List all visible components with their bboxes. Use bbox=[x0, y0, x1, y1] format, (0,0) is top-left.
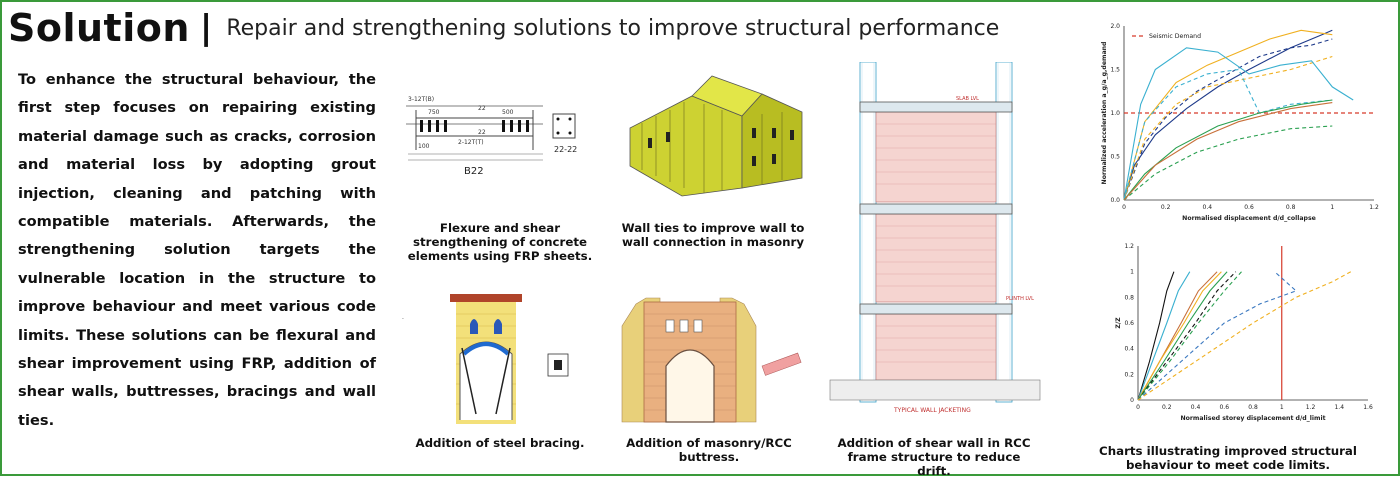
steel-bracing-drawing: - bbox=[398, 294, 588, 424]
caption-charts: Charts illustrating improved structural … bbox=[1099, 444, 1357, 472]
frp-mark-3: 22 bbox=[478, 105, 486, 112]
beam-label: B22 bbox=[464, 166, 484, 177]
series-line-5 bbox=[1137, 271, 1237, 401]
y-tick-label: 0.6 bbox=[1124, 320, 1134, 327]
x-tick-label: 1.4 bbox=[1334, 404, 1344, 411]
series-line-7 bbox=[1123, 125, 1333, 201]
header: Solution | Repair and strengthening solu… bbox=[8, 4, 999, 52]
series-line-2 bbox=[1137, 271, 1218, 401]
y-tick-label: 1 bbox=[1130, 269, 1134, 276]
series-line-1 bbox=[1137, 271, 1191, 401]
frp-mark-6: 100 bbox=[418, 143, 430, 150]
label-slab-level: SLAB LVL bbox=[956, 96, 979, 102]
x-tick-label: 1 bbox=[1330, 204, 1334, 211]
label-typical-wall-jacketing: TYPICAL WALL JACKETING bbox=[893, 407, 971, 414]
series-line-8 bbox=[1123, 102, 1333, 201]
caption-buttress: Addition of masonry/RCC buttress. bbox=[626, 436, 792, 464]
header-subtitle: Repair and strengthening solutions to im… bbox=[226, 15, 1000, 41]
y-tick-label: 0.2 bbox=[1124, 371, 1134, 378]
caption-wall-ties: Wall ties to improve wall to wall connec… bbox=[621, 221, 805, 249]
x-tick-label: 0.8 bbox=[1286, 204, 1296, 211]
x-tick-label: 0 bbox=[1136, 404, 1140, 411]
series-line-6 bbox=[1123, 99, 1333, 201]
x-tick-label: 0.6 bbox=[1244, 204, 1254, 211]
section-label: 22-22 bbox=[554, 145, 577, 154]
series-line-0 bbox=[1137, 271, 1175, 401]
x-tick-label: 0.4 bbox=[1203, 204, 1213, 211]
y-axis-label: Z/Z bbox=[1115, 317, 1122, 329]
series-line-3 bbox=[1123, 55, 1333, 201]
series-line-7 bbox=[1137, 271, 1298, 401]
intro-paragraph: To enhance the structural behaviour, the… bbox=[18, 71, 376, 429]
series-line-8 bbox=[1137, 271, 1352, 401]
shear-wall-drawing: SLAB LVL PLINTH LVL TYPICAL WALL JACKETI… bbox=[828, 61, 1042, 416]
series-line-3 bbox=[1137, 271, 1222, 401]
series-line-4 bbox=[1137, 271, 1228, 401]
x-tick-label: 0.6 bbox=[1219, 404, 1229, 411]
x-tick-label: 0.8 bbox=[1248, 404, 1258, 411]
y-tick-label: 0.5 bbox=[1110, 154, 1120, 161]
series-line-0 bbox=[1123, 29, 1333, 201]
svg-text:-: - bbox=[402, 316, 404, 322]
x-tick-label: 0.4 bbox=[1191, 404, 1201, 411]
y-axis-label: Normalized acceleration a_g/a_g,demand bbox=[1101, 42, 1108, 185]
series-line-1 bbox=[1123, 38, 1333, 201]
y-tick-label: 0 bbox=[1130, 397, 1134, 404]
x-tick-label: 0.2 bbox=[1162, 404, 1172, 411]
y-tick-label: 1.5 bbox=[1110, 67, 1120, 74]
x-tick-label: 1 bbox=[1280, 404, 1284, 411]
frp-beam-drawing: 3-12T(B) 750 500 22 22 2-12T(T) 100 B22 … bbox=[398, 84, 598, 180]
series-line-6 bbox=[1137, 271, 1242, 401]
frp-mark-0: 3-12T(B) bbox=[408, 96, 434, 103]
y-tick-label: 2.0 bbox=[1110, 23, 1120, 30]
x-tick-label: 0.2 bbox=[1161, 204, 1171, 211]
x-axis-label: Normalised displacement d/d_collapse bbox=[1182, 215, 1316, 222]
x-tick-label: 1.2 bbox=[1306, 404, 1316, 411]
label-plinth-level: PLINTH LVL bbox=[1006, 296, 1034, 302]
y-tick-label: 1.0 bbox=[1110, 110, 1120, 117]
x-tick-label: 1.2 bbox=[1369, 204, 1379, 211]
x-tick-label: 0 bbox=[1122, 204, 1126, 211]
frp-mark-2: 500 bbox=[502, 109, 514, 116]
x-axis-label: Normalised storey displacement d/d_limit bbox=[1180, 415, 1325, 422]
caption-frp: Flexure and shear strengthening of concr… bbox=[407, 221, 593, 263]
x-tick-label: 1.6 bbox=[1363, 404, 1373, 411]
buttress-drawing bbox=[620, 296, 806, 424]
frp-mark-5: 2-12T(T) bbox=[458, 139, 484, 146]
caption-shear-wall: Addition of shear wall in RCC frame stru… bbox=[837, 436, 1031, 478]
legend-label: Seismic Demand bbox=[1149, 33, 1201, 40]
y-tick-label: 0.4 bbox=[1124, 346, 1134, 353]
series-line-5 bbox=[1123, 68, 1333, 201]
caption-steel-bracing: Addition of steel bracing. bbox=[415, 436, 585, 450]
wall-ties-model bbox=[622, 68, 810, 200]
header-title: Solution bbox=[8, 6, 190, 50]
chart-storey-displacement: 0 0.2 0.4 0.6 0.8 1 1.2 1.4 1.6 0 0.2 0.4 0.6 0.8 1 1.2… bbox=[1094, 240, 1384, 424]
y-tick-label: 0.0 bbox=[1110, 197, 1120, 204]
frp-mark-1: 750 bbox=[428, 109, 440, 116]
series-line-4 bbox=[1123, 47, 1354, 201]
y-tick-label: 1.2 bbox=[1124, 243, 1134, 250]
y-tick-label: 0.8 bbox=[1124, 294, 1134, 301]
frp-mark-4: 22 bbox=[478, 129, 486, 136]
header-separator: | bbox=[199, 8, 213, 48]
series-line-2 bbox=[1123, 29, 1333, 201]
